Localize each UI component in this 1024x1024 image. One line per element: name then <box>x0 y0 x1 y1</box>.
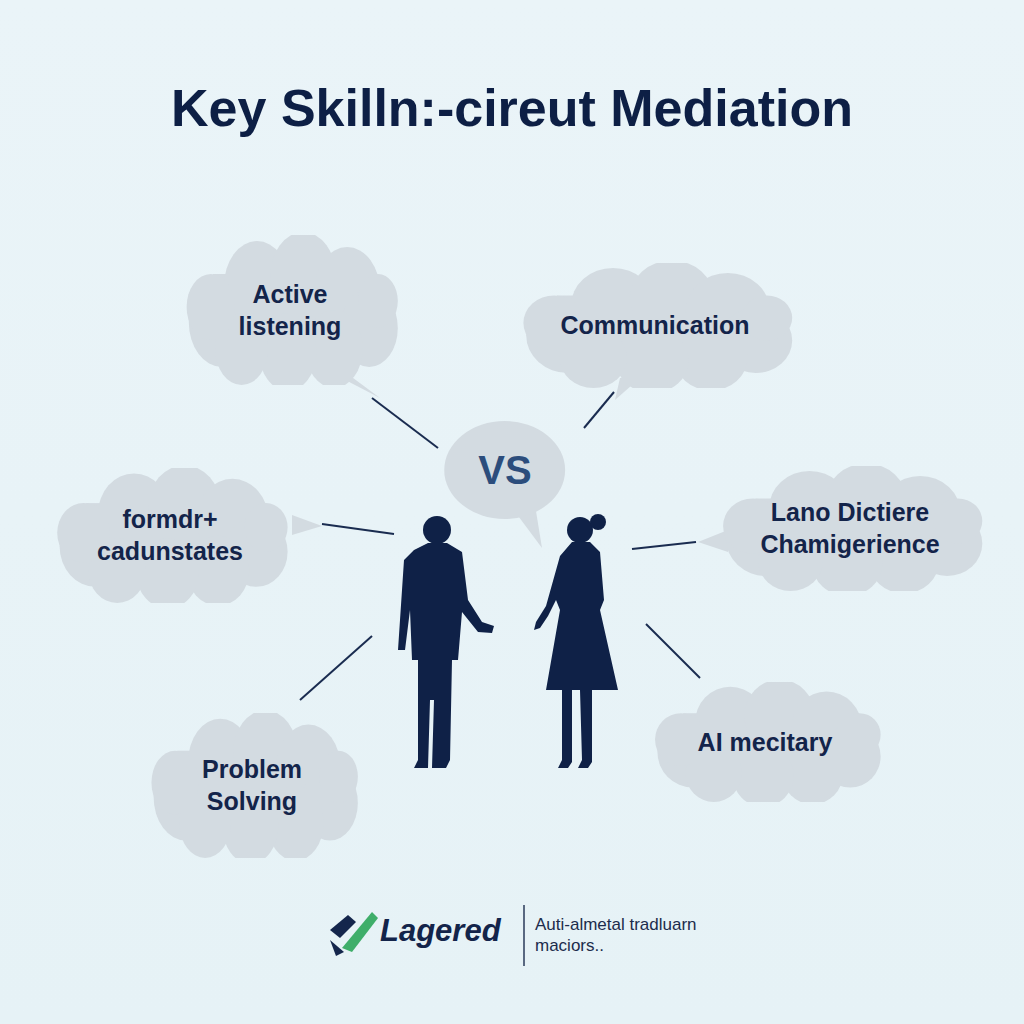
skill-label: formdr+ cadunstates <box>75 503 265 568</box>
cloud-shape <box>180 235 400 385</box>
skill-cloud: AI mecitary <box>648 682 883 802</box>
title: Key Skilln:-cireut Mediation <box>0 78 1024 138</box>
skill-label: Active listening <box>215 278 365 343</box>
skill-cloud: Communication <box>515 263 795 388</box>
skill-label: Communication <box>561 309 750 342</box>
woman-silhouette <box>534 514 618 768</box>
skill-cloud: formdr+ cadunstates <box>50 468 290 603</box>
skill-label: Problem Solving <box>177 753 327 818</box>
skill-cloud: Problem Solving <box>145 713 360 858</box>
skill-cloud: Active listening <box>180 235 400 385</box>
logo-divider <box>523 905 525 966</box>
logo-name: Lagered <box>380 912 501 951</box>
leader-lines <box>300 392 700 700</box>
skill-label: Lano Dictiere Chamigerience <box>730 496 970 561</box>
vs-label: VS <box>478 444 531 496</box>
vs-bubble: VS <box>443 419 566 521</box>
logo-icon <box>330 912 378 956</box>
skill-label: AI mecitary <box>698 726 833 759</box>
man-silhouette <box>398 516 494 768</box>
logo-tagline: Auti-almetal tradluarn maciors.. <box>535 914 715 957</box>
cloud-shape <box>715 466 985 591</box>
skill-cloud: Lano Dictiere Chamigerience <box>715 466 985 591</box>
bubble-tails <box>292 372 728 552</box>
cloud-shape <box>145 713 360 858</box>
cloud-shape <box>50 468 290 603</box>
